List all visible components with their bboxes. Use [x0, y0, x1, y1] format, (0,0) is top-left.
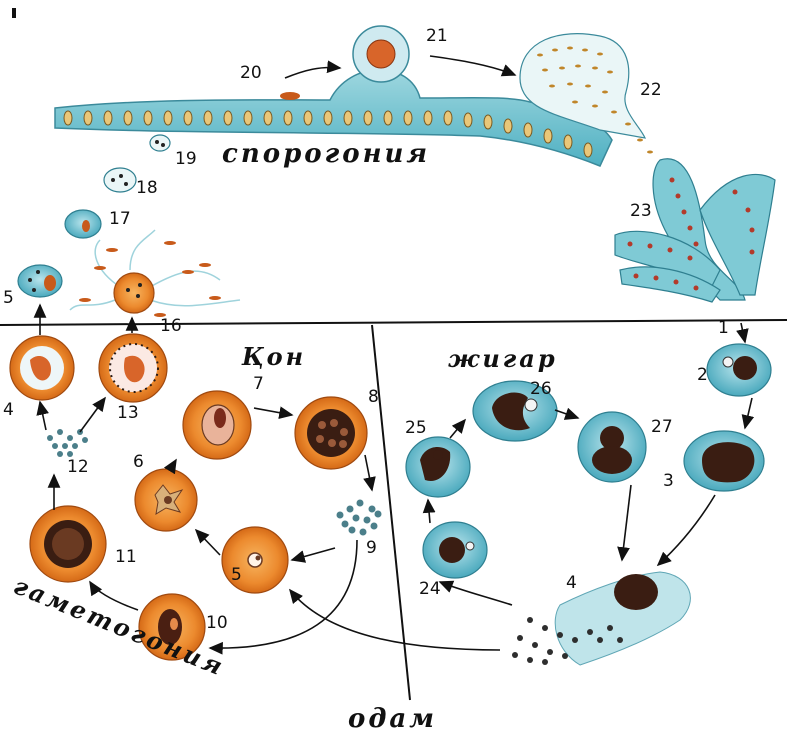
stage-number: 7: [253, 374, 264, 394]
stage-number: 24: [419, 579, 441, 599]
stage-number: 4: [3, 400, 14, 420]
stage-number: 22: [640, 80, 662, 100]
stage-number: 10: [206, 613, 228, 633]
stage-number: 12: [67, 457, 89, 477]
label-sporogony: спорогония: [222, 139, 430, 169]
stage-number: 3: [663, 471, 674, 491]
ookinete: [280, 92, 300, 100]
stage-number: 5: [3, 288, 14, 308]
stage-number: 18: [136, 178, 158, 198]
label-liver: жигар: [448, 344, 558, 373]
stage-number: 9: [366, 538, 377, 558]
label-blood: Қон: [241, 342, 306, 371]
liver-stages: [406, 344, 771, 665]
stage-number: 27: [651, 417, 673, 437]
stage-number: 6: [133, 452, 144, 472]
stage-number: 8: [368, 387, 379, 407]
stage-number: 23: [630, 201, 652, 221]
label-human: одам: [348, 704, 437, 734]
salivary-gland: [615, 159, 775, 302]
stage-number: 5: [231, 565, 242, 585]
stage-number: 11: [115, 547, 137, 567]
stage-number: 2: [697, 365, 708, 385]
stage-number: 4: [566, 573, 577, 593]
stage-number: 16: [160, 316, 182, 336]
stage-number: 19: [175, 149, 197, 169]
stage-number: 26: [530, 379, 552, 399]
stage-number: 1: [718, 318, 729, 338]
host-divider: [0, 320, 787, 325]
stage-number: 17: [109, 209, 131, 229]
stage-number: 21: [426, 26, 448, 46]
stage-number: 20: [240, 63, 262, 83]
stage-number: 13: [117, 403, 139, 423]
corner-mark: [12, 8, 16, 18]
stage-number: 25: [405, 418, 427, 438]
